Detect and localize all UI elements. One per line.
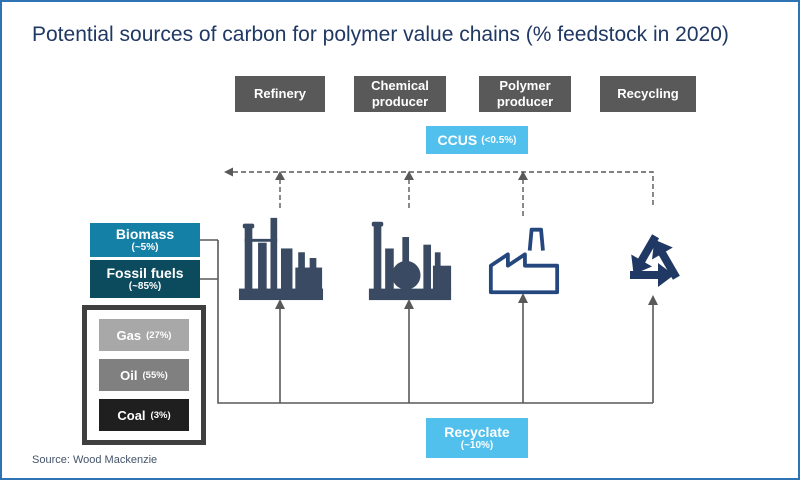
fossil-fuels-label: Fossil fuels <box>106 265 184 282</box>
fuel-label: Gas <box>116 327 142 343</box>
ccus-arrowheads <box>224 167 528 180</box>
stage-label-chemical-producer: Chemical producer <box>354 76 446 112</box>
fuel-row-coal: Coal (3%) <box>99 399 189 431</box>
stage-text: Recycling <box>617 86 679 102</box>
fossil-fuels-percentage: (~85%) <box>128 281 162 293</box>
ccus-label: CCUS <box>437 132 478 148</box>
page-title: Potential sources of carbon for polymer … <box>32 23 729 46</box>
recyclate-label: Recyclate <box>444 424 510 441</box>
fuel-percentage: (27%) <box>146 329 172 341</box>
stage-text: Refinery <box>253 86 307 102</box>
recycling-icon <box>614 208 694 298</box>
stage-label-recycling: Recycling <box>600 76 696 112</box>
chemical-producer-icon <box>367 216 453 302</box>
fuel-label: Oil <box>120 367 138 383</box>
fossil-fuel-breakdown: Gas (27%) Oil (55%) Coal (3%) <box>82 305 206 445</box>
ccus-badge: CCUS (<0.5%) <box>426 126 528 154</box>
fossil-fuels-box: Fossil fuels (~85%) <box>90 260 200 298</box>
fuel-label: Coal <box>117 407 146 423</box>
stage-label-polymer-producer: Polymer producer <box>479 76 571 112</box>
refinery-icon <box>238 214 324 302</box>
feedstock-arrowheads <box>275 293 658 309</box>
stage-label-refinery: Refinery <box>235 76 325 112</box>
fuel-row-gas: Gas (27%) <box>99 319 189 351</box>
biomass-percentage: (~5%) <box>131 242 159 254</box>
ccus-percentage: (<0.5%) <box>481 134 517 146</box>
stage-text: Chemical producer <box>371 78 429 109</box>
fuel-percentage: (3%) <box>150 409 171 421</box>
ccus-dashed-lines <box>233 171 654 216</box>
fuel-row-oil: Oil (55%) <box>99 359 189 391</box>
polymer-producer-icon <box>486 224 562 296</box>
recyclate-badge: Recyclate (~10%) <box>426 418 528 458</box>
biomass-box: Biomass (~5%) <box>90 223 200 257</box>
stage-text: Polymer producer <box>496 78 554 109</box>
biomass-label: Biomass <box>115 226 175 243</box>
fuel-percentage: (55%) <box>142 369 168 381</box>
source-attribution: Source: Wood Mackenzie <box>32 454 158 466</box>
recyclate-percentage: (~10%) <box>460 440 494 452</box>
